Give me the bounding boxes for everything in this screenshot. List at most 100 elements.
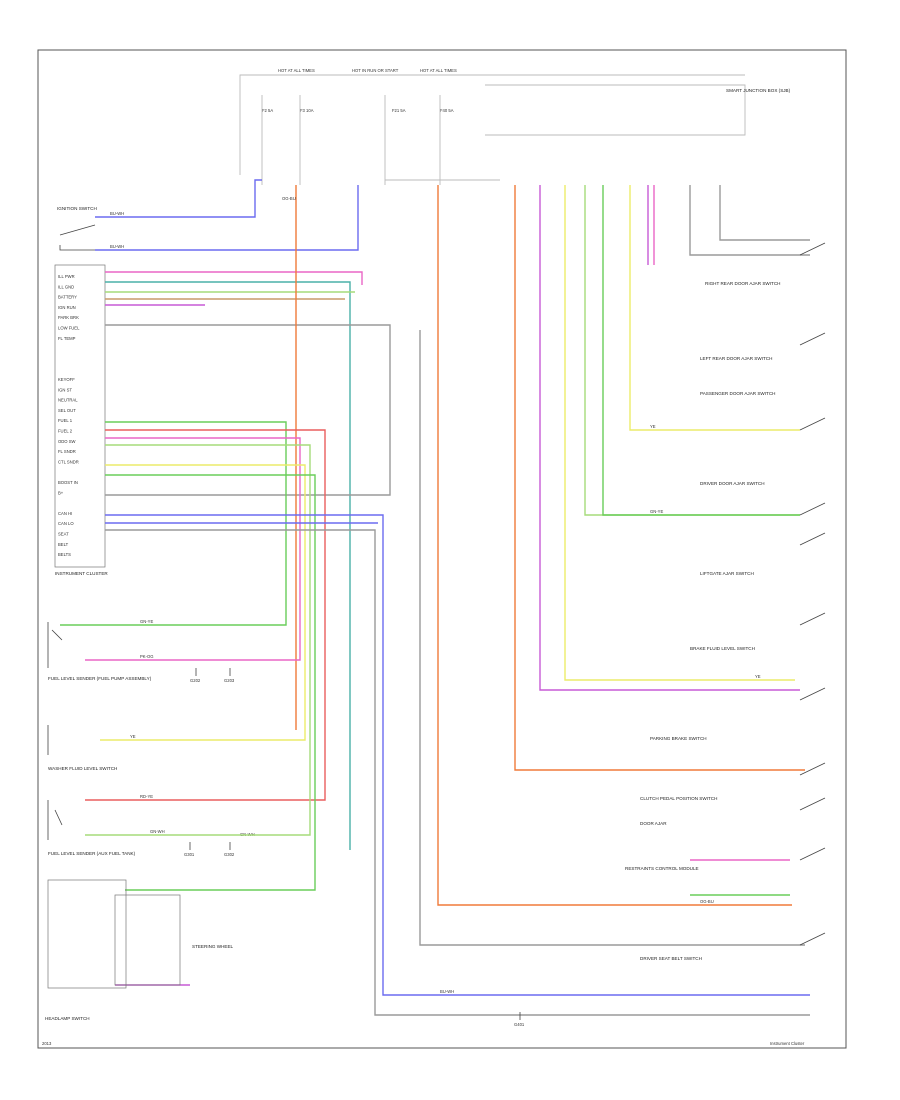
- wire-label: BU-WH: [110, 244, 124, 249]
- fuel-sender-aux-label: FUEL LEVEL SENDER (AUX FUEL TANK): [48, 851, 136, 856]
- cluster-pin-label: CTL SNDR: [58, 459, 79, 464]
- wire-label: YE: [755, 674, 761, 679]
- instrument-cluster-label: INSTRUMENT CLUSTER: [55, 571, 108, 576]
- switch-contact: [799, 687, 826, 701]
- switch-contact: [799, 332, 826, 346]
- instrument-cluster-box: [54, 264, 106, 568]
- cluster-pin-label: ILL PWR: [58, 274, 75, 279]
- switch-contact: [799, 932, 826, 946]
- wire-label: OG-BU: [282, 196, 296, 201]
- switch-contact: [799, 797, 826, 811]
- wire-yellow: [629, 185, 800, 431]
- washer-fluid-switch: WASHER FLUID LEVEL SWITCH: [47, 725, 117, 771]
- cluster-pin-label: NEUTRAL: [58, 398, 78, 403]
- wire-orange: [514, 185, 805, 771]
- switch-contact: [799, 502, 826, 516]
- top-connector-2: HOT IN RUN OR START: [352, 68, 399, 73]
- cluster-pin-label: LOW FUEL: [58, 326, 80, 331]
- cluster-pin-label: FUEL 2: [58, 429, 73, 434]
- footer-right: Instrument Cluster: [770, 1041, 805, 1046]
- cluster-pin-label: CAN LO: [58, 521, 74, 526]
- fuel-level-sender: FUEL LEVEL SENDER (FUEL PUMP ASSEMBLY): [47, 622, 152, 681]
- fuse-label-2: F3 10A: [300, 108, 314, 113]
- wire-lightgreen: [584, 185, 800, 516]
- wire-label: GN-WH: [150, 829, 165, 834]
- wire-red: [85, 429, 326, 801]
- wire-label: GN-YE: [650, 509, 663, 514]
- wire-label: YE: [130, 734, 136, 739]
- wire-label: YE: [650, 424, 656, 429]
- wire-gray: [419, 330, 805, 946]
- cluster-pin-label: ILL GND: [58, 284, 74, 289]
- switch-label-liftgate: LIFTGATE AJAR SWITCH: [700, 571, 754, 576]
- cluster-pin-label: BELT: [58, 542, 69, 547]
- cluster-pin-label: BATTERY: [58, 295, 77, 300]
- cluster-pin-label: B+: [58, 490, 64, 495]
- cluster-pin-label: PARK BRK: [58, 315, 79, 320]
- ground-label: G202: [190, 678, 201, 683]
- wire-gray: [689, 185, 810, 256]
- headlamp-switch: HEADLAMP SWITCH STEERING WHEEL: [45, 879, 234, 1021]
- fuse-box-top: HOT AT ALL TIMES HOT IN RUN OR START HOT…: [239, 68, 791, 175]
- wire-label: GN-YE: [140, 619, 153, 624]
- ignition-switch: IGNITION SWITCH: [57, 206, 97, 251]
- fuel-sender-aux: FUEL LEVEL SENDER (AUX FUEL TANK): [47, 800, 136, 856]
- wire-label: BU-WH: [440, 989, 454, 994]
- switch-contact: [799, 762, 826, 776]
- cluster-pin-label: FUEL 1: [58, 418, 73, 423]
- fuel-level-sender-label: FUEL LEVEL SENDER (FUEL PUMP ASSEMBLY): [48, 676, 152, 681]
- wire-label: RD-YE: [140, 794, 153, 799]
- headlamp-switch-label: HEADLAMP SWITCH: [45, 1016, 90, 1021]
- wire-blue: [95, 179, 262, 218]
- washer-fluid-label: WASHER FLUID LEVEL SWITCH: [48, 766, 117, 771]
- wire-label: PK-OG: [140, 654, 154, 659]
- cluster-pin-label: ODO SW: [58, 439, 75, 444]
- ignition-switch-label: IGNITION SWITCH: [57, 206, 97, 211]
- wire-teal: [105, 281, 351, 850]
- switch-contact: [799, 847, 826, 861]
- wire-gray: [105, 529, 810, 1016]
- switch-label-brake_fluid: BRAKE FLUID LEVEL SWITCH: [690, 646, 755, 651]
- cluster-pin-label: BELTS: [58, 552, 71, 557]
- switch-label-driver_seatbelt: DRIVER SEAT BELT SWITCH: [640, 956, 702, 961]
- wire-yellow: [564, 185, 795, 681]
- wire-label: BU-WH: [110, 211, 124, 216]
- ground-label: G302: [224, 852, 235, 857]
- wire-pink: [85, 437, 301, 661]
- cluster-pin-label: FL TEMP: [58, 336, 76, 341]
- top-connector-1: HOT AT ALL TIMES: [278, 68, 315, 73]
- sjb-label: SMART JUNCTION BOX (SJB): [726, 88, 791, 93]
- switch-contact: [799, 612, 826, 626]
- switch-label-rcm: RESTRAINTS CONTROL MODULE: [625, 866, 699, 871]
- right-switches: RIGHT REAR DOOR AJAR SWITCH LEFT REAR DOO…: [625, 242, 826, 961]
- switch-contact: [799, 242, 826, 256]
- cluster-pin-label: IGN ST: [58, 387, 72, 392]
- fuse-label-3: F21 5A: [392, 108, 406, 113]
- cluster-pin-label: SEAT: [58, 532, 69, 537]
- wire-blue: [95, 185, 359, 251]
- switch-label-pass_door: PASSENGER DOOR AJAR SWITCH: [700, 391, 775, 396]
- cluster-pin-label: BOOST IN: [58, 480, 78, 485]
- cluster-pin-label: KEYOFF: [58, 377, 75, 382]
- fuse-label-1: F2 5A: [262, 108, 273, 113]
- wire-gray: [719, 185, 810, 241]
- wire-gray: [105, 324, 391, 496]
- top-connector-3: HOT AT ALL TIMES: [420, 68, 457, 73]
- switch-contact: [799, 532, 826, 546]
- switch-label-clutch: CLUTCH PEDAL POSITION SWITCH: [640, 796, 717, 801]
- cluster-pin-label: CAN HI: [58, 511, 72, 516]
- ground-label: G203: [224, 678, 235, 683]
- switch-label-door_ajar: DOOR AJAR: [640, 821, 667, 826]
- wire-blue: [105, 514, 810, 996]
- switch-label-left_rear_door: LEFT REAR DOOR AJAR SWITCH: [700, 356, 772, 361]
- switch-contact: [799, 417, 826, 431]
- wire-green: [105, 474, 316, 891]
- wire-pink: [105, 271, 363, 285]
- switch-label-right_rear_door: RIGHT REAR DOOR AJAR SWITCH: [705, 281, 780, 286]
- fuse-label-4: F40 5A: [440, 108, 454, 113]
- wire-yellow: [100, 464, 306, 741]
- footer-left: 2013: [42, 1041, 52, 1046]
